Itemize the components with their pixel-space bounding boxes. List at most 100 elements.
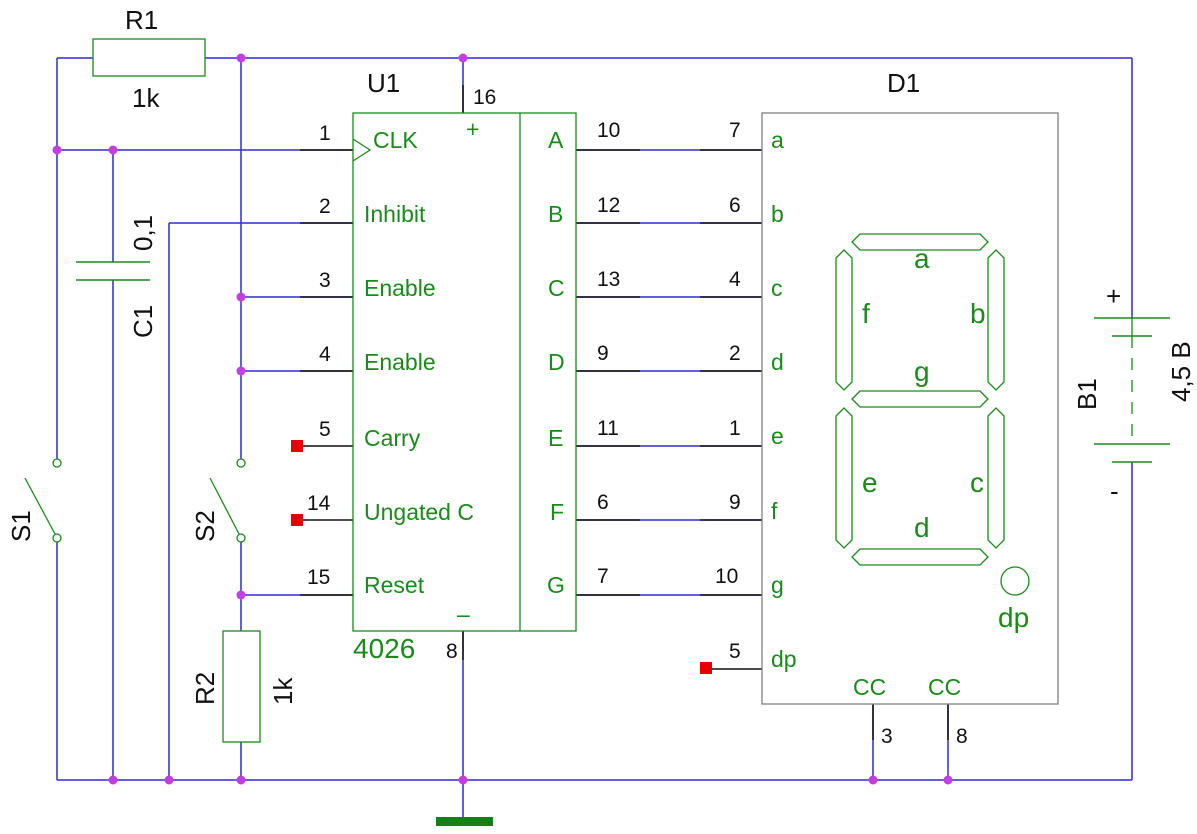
d1-pin-7[interactable]: 7 a bbox=[729, 119, 784, 153]
segment-label-e: e bbox=[862, 467, 878, 498]
u1-pin-name: Enable bbox=[364, 275, 436, 301]
d1-pin-number: 10 bbox=[715, 565, 738, 588]
u1-gnd-sign: – bbox=[457, 601, 470, 627]
d1-pin-name: CC bbox=[928, 674, 961, 700]
u1-pin-12[interactable]: B 12 bbox=[548, 194, 620, 227]
segment-g bbox=[851, 390, 989, 408]
b1-plus: + bbox=[1106, 281, 1121, 311]
u1-pin-name: F bbox=[550, 499, 564, 525]
b1-value: 4,5 B bbox=[1166, 341, 1196, 402]
u1-pin-number: 12 bbox=[597, 194, 620, 217]
d1-pin-4[interactable]: 4 c bbox=[729, 268, 783, 301]
u1-pin-number: 13 bbox=[597, 268, 620, 291]
d1-pin-name: a bbox=[771, 127, 784, 153]
u1-pin-1[interactable]: 1 CLK bbox=[319, 122, 418, 153]
d1-pin-10[interactable]: 10 g bbox=[715, 565, 784, 598]
resistor-r1[interactable]: R1 1k bbox=[92, 5, 206, 113]
seven-segment-glyph bbox=[835, 233, 1030, 596]
u1-pin-11[interactable]: E 11 bbox=[548, 417, 619, 451]
d1-pin-8[interactable]: CC 8 bbox=[928, 674, 968, 748]
u1-pin-4[interactable]: 4 Enable bbox=[319, 343, 436, 375]
u1-pin-15[interactable]: 15 Reset bbox=[307, 566, 425, 598]
segment-a bbox=[851, 233, 989, 251]
segment-label-d: d bbox=[914, 512, 930, 543]
junction-dot bbox=[458, 53, 468, 63]
junction-dot bbox=[236, 366, 246, 376]
u1-pin-name: Reset bbox=[364, 572, 425, 598]
d1-pin-number: 6 bbox=[729, 194, 741, 217]
u1-pin-number: 4 bbox=[319, 343, 331, 366]
junction-dot bbox=[458, 775, 468, 785]
r1-ref: R1 bbox=[125, 5, 158, 35]
u1-pin-number: 2 bbox=[319, 195, 331, 218]
display-d1[interactable]: D1 7 a 6 b 4 c 2 d 1 e 9 f 10 g bbox=[700, 68, 1059, 748]
u1-pin-number: 1 bbox=[319, 122, 331, 145]
junction-dot bbox=[236, 775, 246, 785]
junction-dot bbox=[236, 53, 246, 63]
d1-pin-number: 1 bbox=[729, 417, 741, 440]
u1-pin-10[interactable]: A 10 bbox=[548, 119, 620, 153]
switch-s2[interactable]: S2 bbox=[190, 458, 246, 543]
d1-ref: D1 bbox=[887, 68, 920, 98]
d1-pin-name: CC bbox=[853, 674, 886, 700]
junction-dot bbox=[164, 775, 174, 785]
d1-pin-number: 8 bbox=[956, 725, 968, 748]
u1-pin-6[interactable]: F 6 bbox=[550, 491, 609, 525]
d1-pin-6[interactable]: 6 b bbox=[729, 194, 784, 227]
u1-pin-name: C bbox=[548, 275, 565, 301]
junction-dot bbox=[108, 145, 118, 155]
b1-ref: B1 bbox=[1072, 378, 1102, 410]
d1-pin-number: 3 bbox=[881, 725, 893, 748]
d1-pin-2[interactable]: 2 d bbox=[729, 342, 784, 375]
switch-s1[interactable]: S1 bbox=[6, 458, 62, 543]
d1-pin-number: 4 bbox=[729, 268, 741, 291]
segment-label-a: a bbox=[914, 243, 930, 274]
u1-pin-number: 11 bbox=[597, 417, 619, 440]
no-connect-marker bbox=[700, 662, 712, 674]
d1-pin-number: 5 bbox=[729, 640, 741, 663]
u1-pin-name: Ungated C bbox=[364, 499, 474, 525]
d1-pin-name: e bbox=[771, 423, 784, 449]
u1-pin-2[interactable]: 2 Inhibit bbox=[319, 195, 426, 227]
d1-pin-name: f bbox=[771, 498, 778, 524]
u1-pin-number: 3 bbox=[319, 269, 331, 292]
d1-pin-number: 7 bbox=[729, 119, 741, 142]
u1-pin-number: 14 bbox=[307, 492, 331, 515]
resistor-r2[interactable]: R2 1k bbox=[190, 630, 298, 743]
battery-b1[interactable]: + - B1 4,5 B bbox=[1072, 281, 1196, 506]
d1-pin-5[interactable]: 5 dp bbox=[700, 640, 797, 674]
u1-pin-name: D bbox=[548, 349, 565, 375]
u1-pin-5[interactable]: 5 Carry bbox=[291, 418, 421, 452]
u1-pin-14[interactable]: 14 Ungated C bbox=[291, 492, 474, 526]
u1-pin-number: 10 bbox=[597, 119, 620, 142]
junction-dot bbox=[943, 775, 953, 785]
u1-pin-number: 15 bbox=[307, 566, 330, 589]
ic-u1[interactable]: U1 4026 16 8 + – 1 CLK 2 Inhibit 3 Enabl… bbox=[291, 68, 620, 664]
d1-pin-9[interactable]: 9 f bbox=[729, 491, 778, 524]
segment-d bbox=[851, 548, 989, 566]
junction-dot bbox=[868, 775, 878, 785]
u1-pin-7[interactable]: G 7 bbox=[547, 565, 609, 598]
u1-pin-13[interactable]: C 13 bbox=[548, 268, 620, 301]
u1-pin-name: E bbox=[548, 425, 563, 451]
capacitor-c1[interactable]: C1 0,1 bbox=[76, 215, 158, 338]
s2-ref: S2 bbox=[190, 510, 220, 542]
junction-dot bbox=[236, 590, 246, 600]
u1-pin-name: Enable bbox=[364, 349, 436, 375]
u1-vcc-pin: 16 bbox=[473, 86, 496, 109]
d1-pin-name: d bbox=[771, 349, 784, 375]
d1-pin-1[interactable]: 1 e bbox=[729, 417, 784, 449]
d1-pin-number: 9 bbox=[729, 491, 741, 514]
u1-pin-name: CLK bbox=[373, 127, 418, 153]
u1-pin-number: 7 bbox=[597, 565, 609, 588]
u1-pin-name: G bbox=[547, 572, 565, 598]
r1-value: 1k bbox=[132, 83, 160, 113]
u1-vcc-sign: + bbox=[466, 116, 479, 142]
d1-pin-number: 2 bbox=[729, 342, 741, 365]
u1-ref: U1 bbox=[367, 68, 400, 98]
segment-f bbox=[835, 249, 853, 391]
u1-pin-9[interactable]: D 9 bbox=[548, 342, 609, 375]
d1-pin-3[interactable]: CC 3 bbox=[853, 674, 893, 748]
u1-pin-name: Inhibit bbox=[364, 201, 426, 227]
u1-pin-3[interactable]: 3 Enable bbox=[319, 269, 436, 301]
